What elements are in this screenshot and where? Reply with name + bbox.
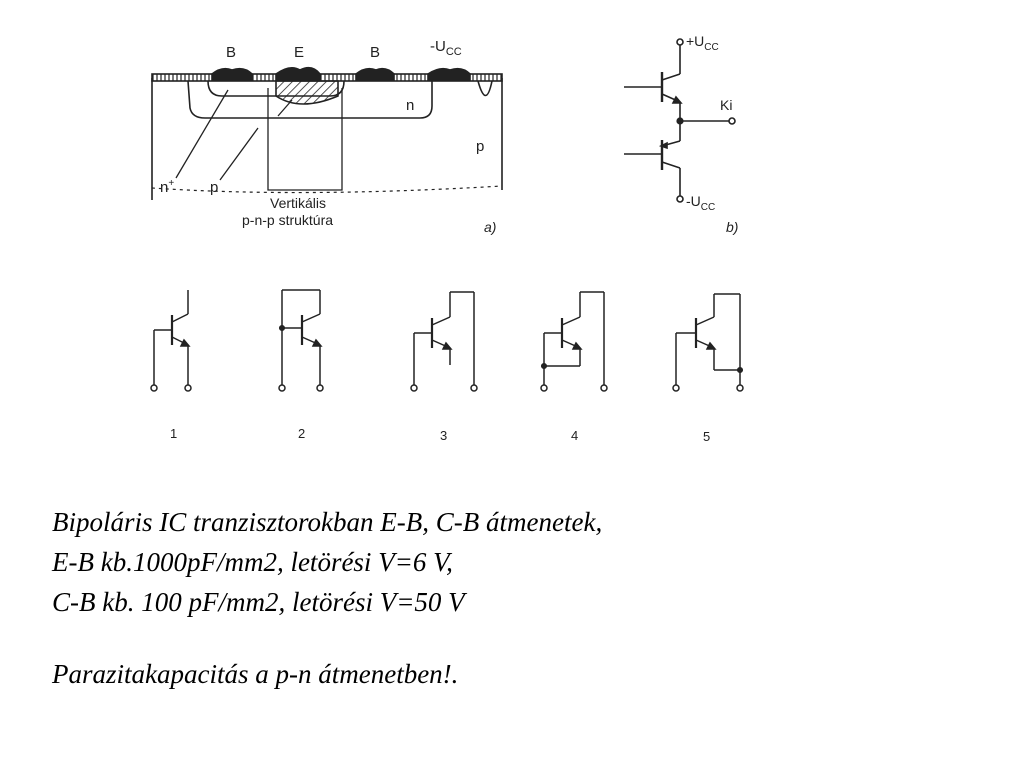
- variant-2-symbol: [278, 289, 324, 392]
- variant-label-2: 2: [298, 426, 305, 441]
- label-bottom-supply: -UCC: [686, 193, 715, 213]
- diode-connection-variants: [150, 289, 744, 392]
- label-base-right: B: [370, 44, 380, 61]
- label-base-left: B: [226, 44, 236, 61]
- variant-5-symbol: [672, 293, 744, 392]
- label-region-nplus: n+: [160, 178, 174, 196]
- label-region-p: p: [476, 138, 484, 155]
- label-output: Ki: [720, 97, 732, 113]
- label-vertical-structure-1: Vertikális: [270, 195, 326, 211]
- variant-label-4: 4: [571, 428, 578, 443]
- cross-section-diagram: [151, 66, 503, 200]
- label-region-p-lower: p: [210, 179, 218, 196]
- caption-line-3: C-B kb. 100 pF/mm2, letörési V=50 V: [52, 587, 465, 617]
- variant-label-3: 3: [440, 428, 447, 443]
- caption-line-2: E-B kb.1000pF/mm2, letörési V=6 V,: [52, 547, 453, 577]
- transistor-figure: B E B -UCC n p n+ p Vertikális p-n-p str…: [150, 33, 744, 444]
- label-vertical-structure-2: p-n-p struktúra: [242, 212, 333, 228]
- label-supply-neg: -UCC: [430, 38, 462, 58]
- variant-label-1: 1: [170, 426, 177, 441]
- caption-spacer: [52, 622, 992, 654]
- label-region-n: n: [406, 97, 414, 114]
- caption-line-4: Parazitakapacitás a p-n átmenetben!.: [52, 659, 459, 689]
- variant-4-symbol: [540, 291, 608, 392]
- caption-line-1: Bipoláris IC tranzisztorokban E-B, C-B á…: [52, 507, 603, 537]
- label-top-supply: +UCC: [686, 33, 719, 53]
- panel-label-b: b): [726, 219, 738, 235]
- output-stage-circuit: [624, 38, 736, 203]
- label-emitter: E: [294, 44, 304, 61]
- variant-3-symbol: [410, 291, 478, 392]
- variant-1-symbol: [150, 290, 192, 392]
- caption: Bipoláris IC tranzisztorokban E-B, C-B á…: [52, 502, 992, 694]
- variant-label-5: 5: [703, 429, 710, 444]
- panel-label-a: a): [484, 219, 496, 235]
